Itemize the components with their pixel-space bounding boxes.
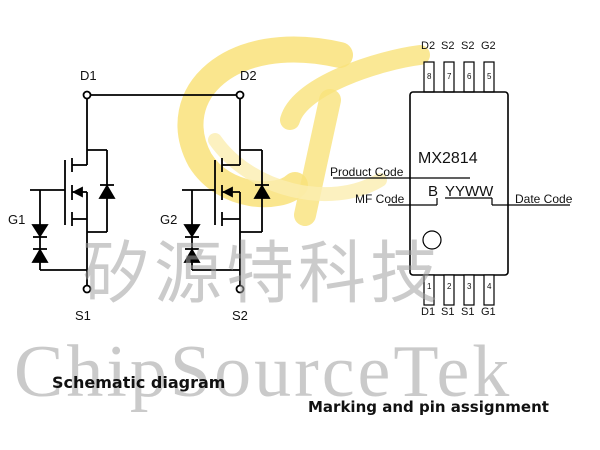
pin6-number: 6	[467, 72, 472, 81]
pin8-name: D2	[421, 40, 436, 52]
pin3-name: S1	[461, 306, 475, 318]
pin5-number: 5	[487, 72, 492, 81]
pin2-name: S1	[441, 306, 455, 318]
pin4-number: 4	[487, 282, 492, 291]
marking-mf-code: B	[428, 183, 439, 200]
label-d2: D2	[240, 68, 257, 83]
label-s1: S1	[75, 308, 91, 323]
mf-code-label: MF Code	[355, 192, 405, 206]
pin2-number: 2	[447, 282, 452, 291]
pin4-name: G1	[481, 306, 496, 318]
pin7-number: 7	[447, 72, 452, 81]
pin1-number: 1	[427, 282, 432, 291]
package-caption: Marking and pin assignment	[308, 398, 549, 416]
english-watermark: ChipSourceTek	[14, 331, 513, 413]
pin7-name: S2	[441, 40, 455, 52]
label-g1: G1	[8, 212, 26, 227]
pin5-name: G2	[481, 40, 496, 52]
pin3-number: 3	[467, 282, 472, 291]
chinese-watermark: 矽源特科技	[82, 235, 443, 314]
marking-date-code: YYWW	[445, 183, 494, 200]
date-code-label: Date Code	[515, 192, 573, 206]
pin1-name: D1	[421, 306, 436, 318]
product-code-label: Product Code	[330, 165, 404, 179]
pin6-name: S2	[461, 40, 475, 52]
label-d1: D1	[80, 68, 97, 83]
label-s2: S2	[232, 308, 248, 323]
marking-part-number: MX2814	[418, 150, 478, 167]
pin8-number: 8	[427, 72, 432, 81]
schematic-caption: Schematic diagram	[52, 373, 226, 392]
label-g2: G2	[160, 212, 178, 227]
